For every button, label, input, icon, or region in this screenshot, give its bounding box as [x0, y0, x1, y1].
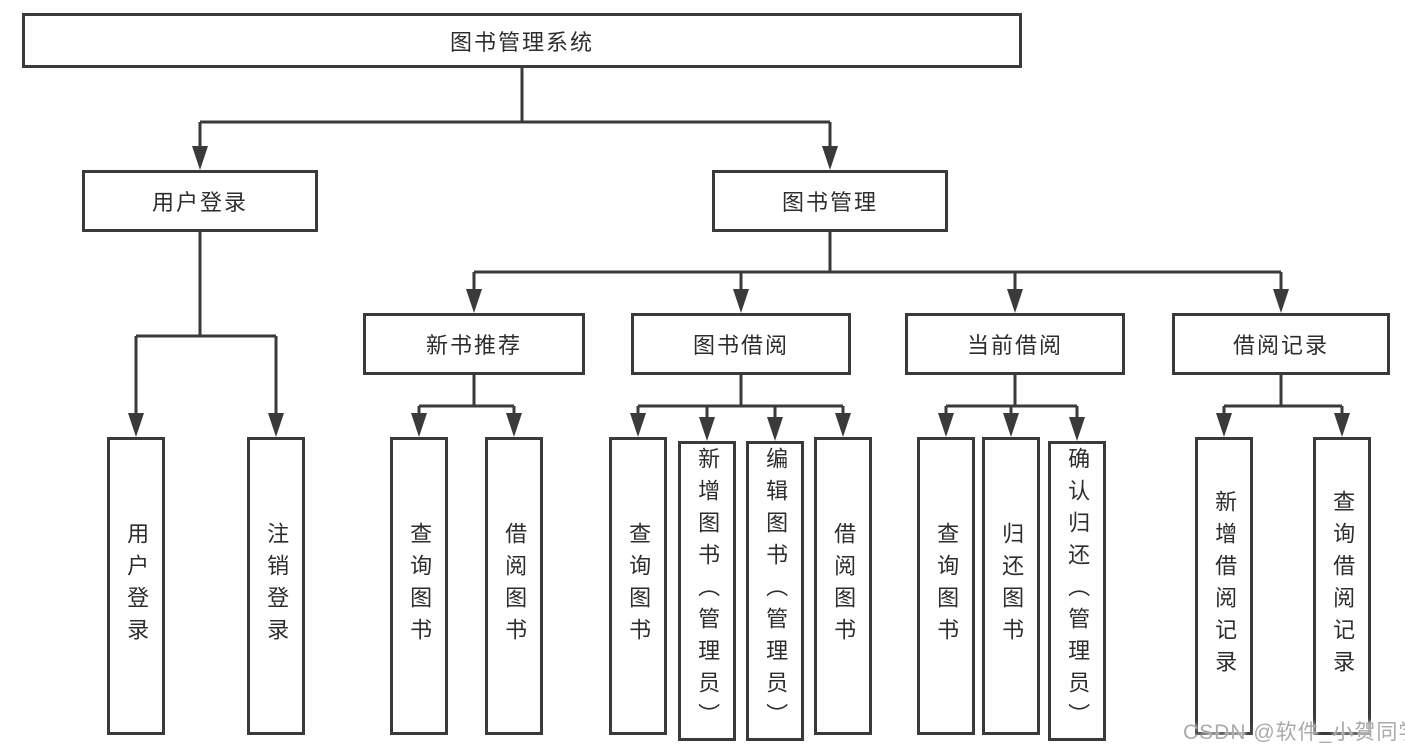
node-label: 用户登录: [124, 522, 150, 650]
node-label: 新增图书（管理员）: [695, 447, 721, 735]
node-label: 图书管理系统: [449, 29, 594, 55]
connector-borrowing-records-children: [1216, 375, 1350, 437]
connector-user-login-children: [128, 232, 284, 437]
connector-current-borrowing-children: [938, 375, 1085, 441]
node-label: 确认归还（管理员）: [1065, 447, 1091, 735]
csdn-watermark: CSDN @软件_小贺同学: [1183, 721, 1405, 744]
node-label: 借阅图书: [831, 522, 857, 650]
node-borrowing-records: 借阅记录: [1172, 313, 1390, 375]
leaf-return-book: 归还图书: [982, 437, 1040, 735]
node-label: 查询借阅记录: [1330, 490, 1356, 682]
node-label: 借阅记录: [1232, 333, 1329, 358]
leaf-query-books-rec: 查询图书: [390, 437, 448, 735]
node-label: 图书管理: [781, 190, 878, 215]
leaf-confirm-return-admin: 确认归还（管理员）: [1048, 441, 1106, 741]
node-label: 新增借阅记录: [1212, 490, 1238, 682]
node-library-management-system: 图书管理系统: [22, 13, 1022, 68]
connector-root-to-level1: [192, 68, 838, 170]
connector-book-borrowing-children: [630, 375, 851, 441]
connector-new-book-rec-children: [411, 375, 522, 437]
leaf-add-book-admin: 新增图书（管理员）: [678, 441, 736, 741]
node-label: 归还图书: [999, 522, 1025, 650]
node-new-book-recommendation: 新书推荐: [363, 313, 585, 375]
node-current-borrowing: 当前借阅: [905, 313, 1125, 375]
leaf-query-borrow-record: 查询借阅记录: [1313, 437, 1371, 735]
node-book-management: 图书管理: [712, 170, 948, 232]
node-user-login: 用户登录: [82, 170, 318, 232]
node-book-borrowing: 图书借阅: [631, 313, 851, 375]
leaf-query-books-current: 查询图书: [917, 437, 975, 735]
leaf-borrow-books-rec: 借阅图书: [485, 437, 543, 735]
node-label: 编辑图书（管理员）: [763, 447, 789, 735]
node-label: 新书推荐: [425, 333, 522, 358]
node-label: 查询图书: [407, 522, 433, 650]
leaf-borrow-books: 借阅图书: [814, 437, 872, 735]
node-label: 查询图书: [934, 522, 960, 650]
leaf-query-books-borrow: 查询图书: [609, 437, 667, 735]
connector-book-management-children: [466, 232, 1289, 313]
leaf-edit-book-admin: 编辑图书（管理员）: [746, 441, 804, 741]
node-label: 用户登录: [151, 190, 248, 215]
node-label: 图书借阅: [692, 333, 789, 358]
node-label: 注销登录: [264, 522, 290, 650]
leaf-add-borrow-record: 新增借阅记录: [1195, 437, 1253, 735]
node-label: 查询图书: [626, 522, 652, 650]
leaf-user-login: 用户登录: [107, 437, 165, 735]
node-label: 当前借阅: [966, 333, 1063, 358]
node-label: 借阅图书: [502, 522, 528, 650]
leaf-logout: 注销登录: [247, 437, 305, 735]
